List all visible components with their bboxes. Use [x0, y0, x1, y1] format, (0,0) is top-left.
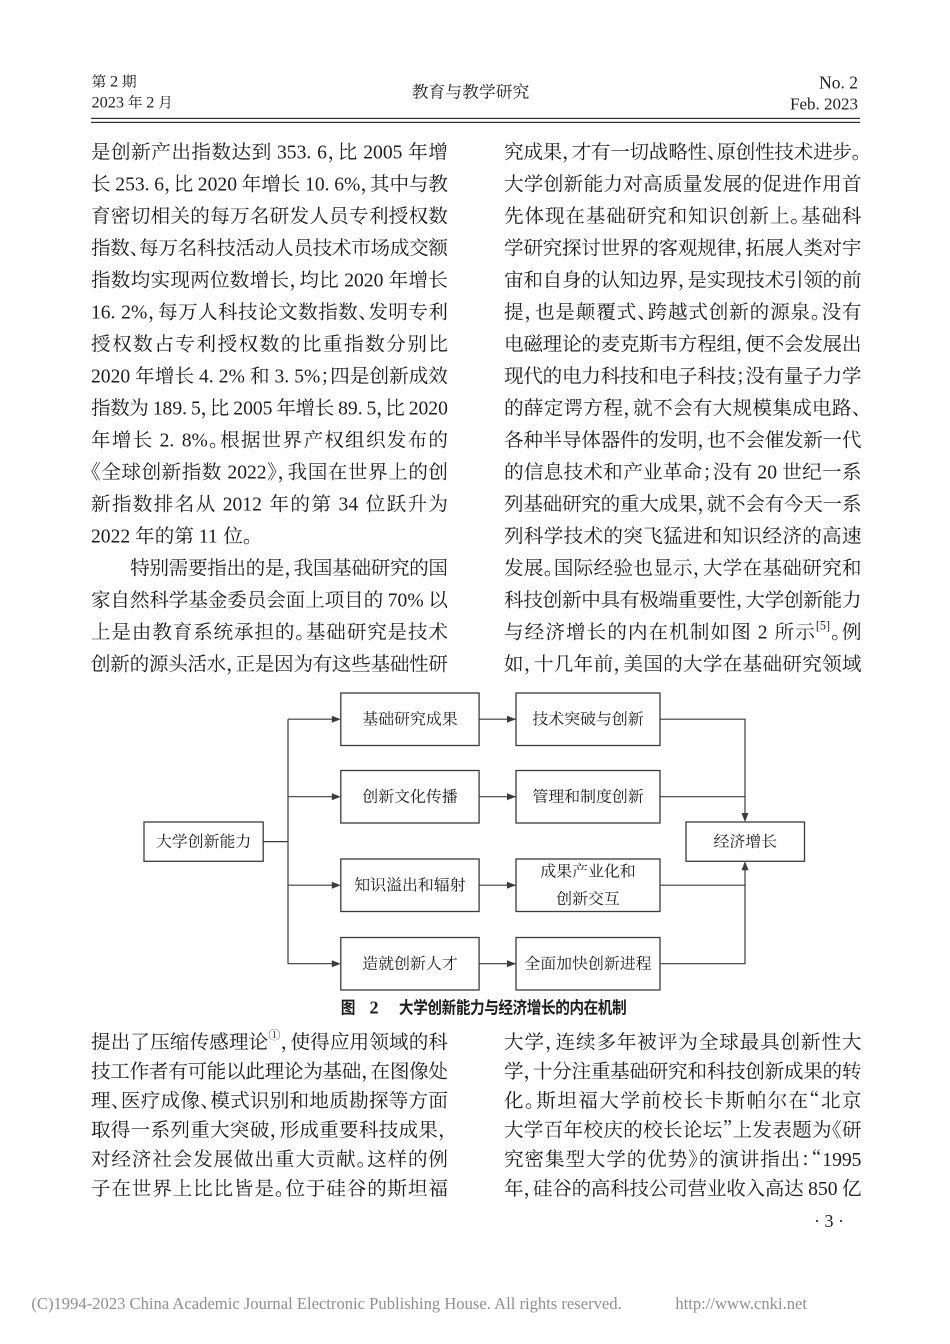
svg-text:20: 20: [757, 463, 777, 484]
svg-text:2%: 2%: [121, 303, 147, 324]
svg-text:5: 5: [367, 399, 377, 420]
svg-text:6: 6: [317, 143, 327, 164]
svg-text:http://www.cnki.net: http://www.cnki.net: [675, 1294, 807, 1313]
svg-text:4.: 4.: [199, 367, 214, 388]
svg-text:2: 2: [110, 72, 118, 91]
svg-text:2: 2: [758, 623, 768, 644]
svg-text:2012: 2012: [223, 495, 262, 516]
svg-text:2.: 2.: [160, 431, 175, 452]
svg-text:2005: 2005: [233, 399, 272, 420]
svg-text:189.: 189.: [153, 399, 187, 420]
svg-text:2: 2: [370, 998, 379, 1018]
svg-text:2: 2: [146, 93, 154, 112]
svg-text:6: 6: [154, 175, 164, 196]
svg-text:1995: 1995: [822, 1150, 861, 1171]
svg-text:[5]: [5]: [816, 618, 830, 632]
svg-text:850: 850: [808, 1179, 838, 1200]
svg-text:5%: 5%: [294, 367, 320, 388]
svg-text:2%: 2%: [219, 367, 245, 388]
svg-text:2020: 2020: [409, 399, 448, 420]
svg-text:8%: 8%: [182, 431, 208, 452]
svg-text:6%: 6%: [334, 175, 360, 196]
svg-text:2022: 2022: [227, 463, 266, 484]
svg-text:2020: 2020: [198, 175, 237, 196]
svg-text:5: 5: [191, 399, 201, 420]
svg-text:34: 34: [339, 495, 359, 516]
svg-text:353.: 353.: [277, 143, 311, 164]
svg-text:(C)1994-2023 China Academic Jo: (C)1994-2023 China Academic Journal Elec…: [31, 1294, 621, 1313]
svg-text:11: 11: [199, 527, 218, 548]
svg-text:· 3 ·: · 3 ·: [814, 1211, 844, 1231]
svg-text:Feb. 2023: Feb. 2023: [790, 94, 858, 113]
svg-text:253.: 253.: [115, 175, 149, 196]
svg-text:2020: 2020: [344, 271, 383, 292]
svg-text:2020: 2020: [91, 367, 130, 388]
svg-text:2023: 2023: [92, 93, 125, 112]
svg-text:10.: 10.: [305, 175, 330, 196]
svg-text:3.: 3.: [274, 367, 289, 388]
svg-text:2005: 2005: [363, 143, 402, 164]
svg-text:70%: 70%: [388, 591, 424, 612]
svg-text:2022: 2022: [91, 527, 130, 548]
svg-text:16.: 16.: [91, 303, 116, 324]
svg-text:89.: 89.: [338, 399, 363, 420]
svg-text:No. 2: No. 2: [819, 73, 858, 93]
